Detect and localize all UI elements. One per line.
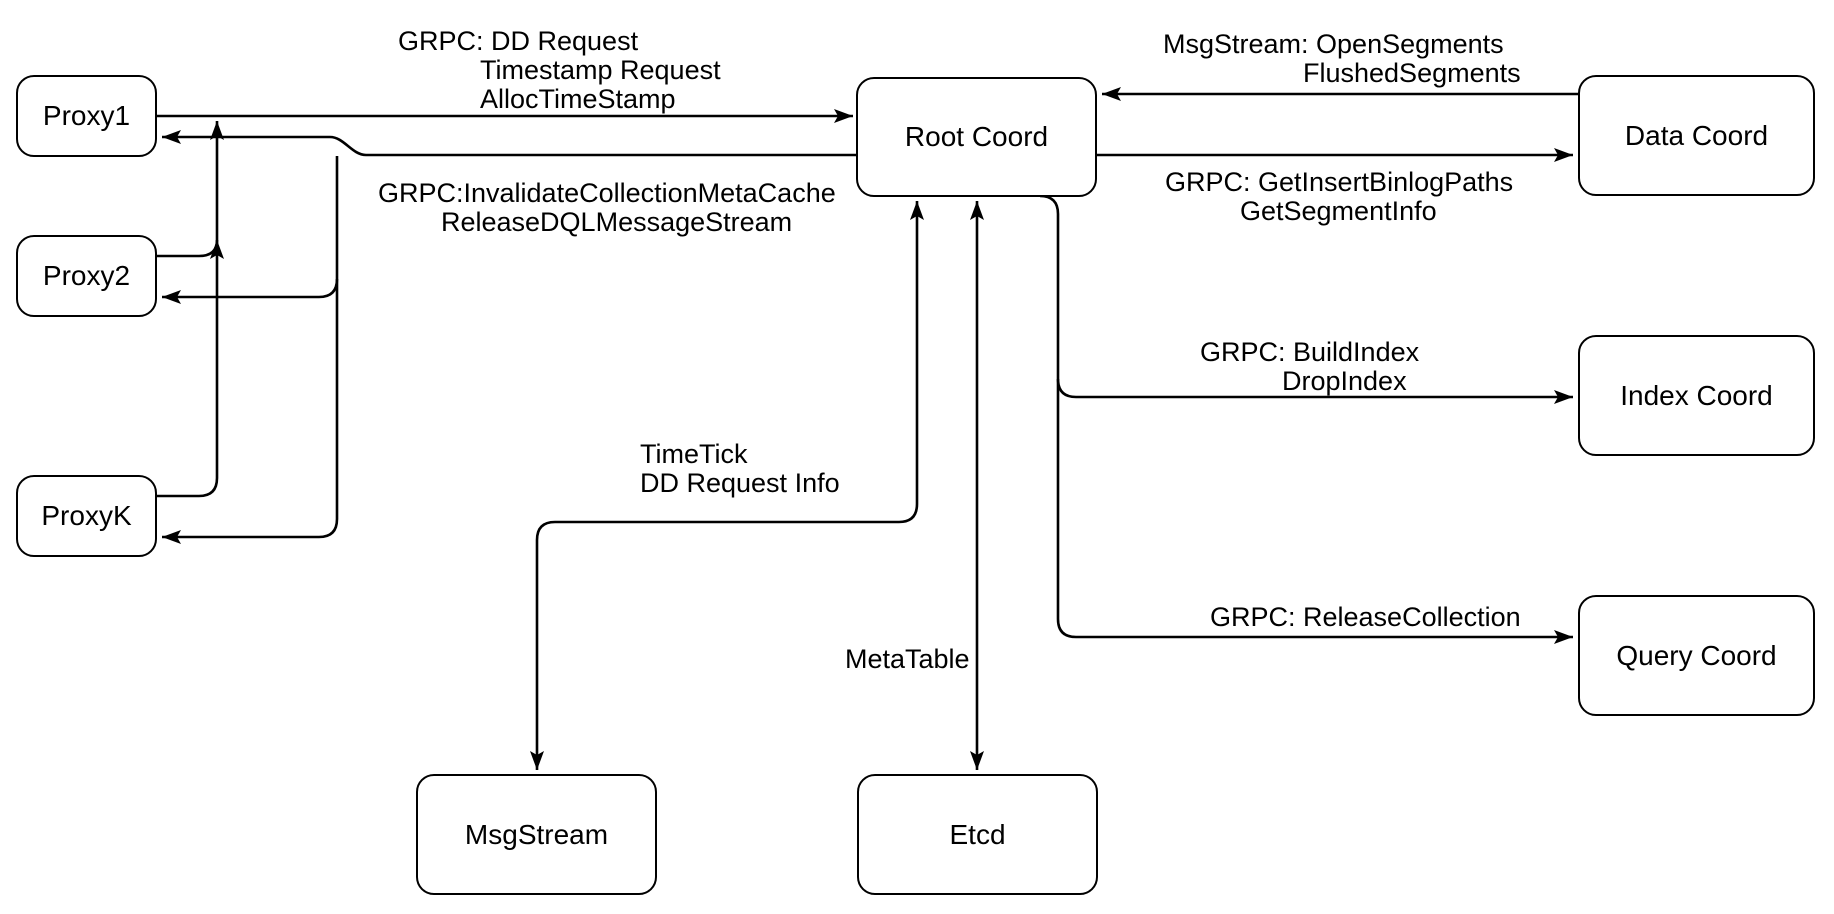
- edge-proxy2-merge-up: [157, 239, 224, 260]
- edge-label-root-to-etcd-line1: MetaTable: [845, 644, 970, 674]
- edge-label-root-to-index-line1: GRPC: BuildIndex: [1200, 337, 1420, 367]
- node-proxyk: ProxyK: [16, 475, 157, 557]
- edge-label-root-to-query-line1: GRPC: ReleaseCollection: [1210, 602, 1521, 632]
- edge-rootcoord-msgstream: [530, 201, 924, 770]
- node-data-coord: Data Coord: [1578, 75, 1815, 196]
- edge-label-root-to-proxy-line2: ReleaseDQLMessageStream: [441, 207, 793, 237]
- edge-rootcoord-to-proxy1: [162, 130, 856, 157]
- node-proxy1: Proxy1: [16, 75, 157, 157]
- edge-label-root-to-proxy-line1: GRPC:InvalidateCollectionMetaCache: [378, 178, 836, 208]
- edge-label-proxy-to-root-line3: AllocTimeStamp: [480, 84, 676, 114]
- edge-rootcoord-to-indexcoord: [1056, 378, 1573, 404]
- edge-proxyk-merge-up: [157, 121, 224, 498]
- edge-rootcoord-to-proxy2: [162, 278, 339, 304]
- edge-label-proxy-to-root-line2: Timestamp Request: [480, 55, 721, 85]
- node-msgstream: MsgStream: [416, 774, 657, 895]
- edge-rootcoord-to-proxyk: [162, 156, 339, 544]
- node-index-coord: Index Coord: [1578, 335, 1815, 456]
- node-proxy2: Proxy2: [16, 235, 157, 317]
- edge-label-root-to-msgstream-line1: TimeTick: [640, 439, 748, 469]
- edge-label-root-to-index-line2: DropIndex: [1282, 366, 1407, 396]
- node-root-coord: Root Coord: [856, 77, 1097, 197]
- edge-label-data-to-root-line2: FlushedSegments: [1303, 58, 1521, 88]
- edge-label-root-to-data-line1: GRPC: GetInsertBinlogPaths: [1165, 167, 1514, 197]
- edge-rootcoord-to-querycoord: [1039, 194, 1573, 644]
- edge-label-root-to-data-line2: GetSegmentInfo: [1240, 196, 1437, 226]
- node-query-coord: Query Coord: [1578, 595, 1815, 716]
- edge-label-root-to-msgstream-line2: DD Request Info: [640, 468, 840, 498]
- node-etcd: Etcd: [857, 774, 1098, 895]
- edge-label-proxy-to-root-line1: GRPC: DD Request: [398, 26, 639, 56]
- edge-label-data-to-root-line1: MsgStream: OpenSegments: [1163, 29, 1504, 59]
